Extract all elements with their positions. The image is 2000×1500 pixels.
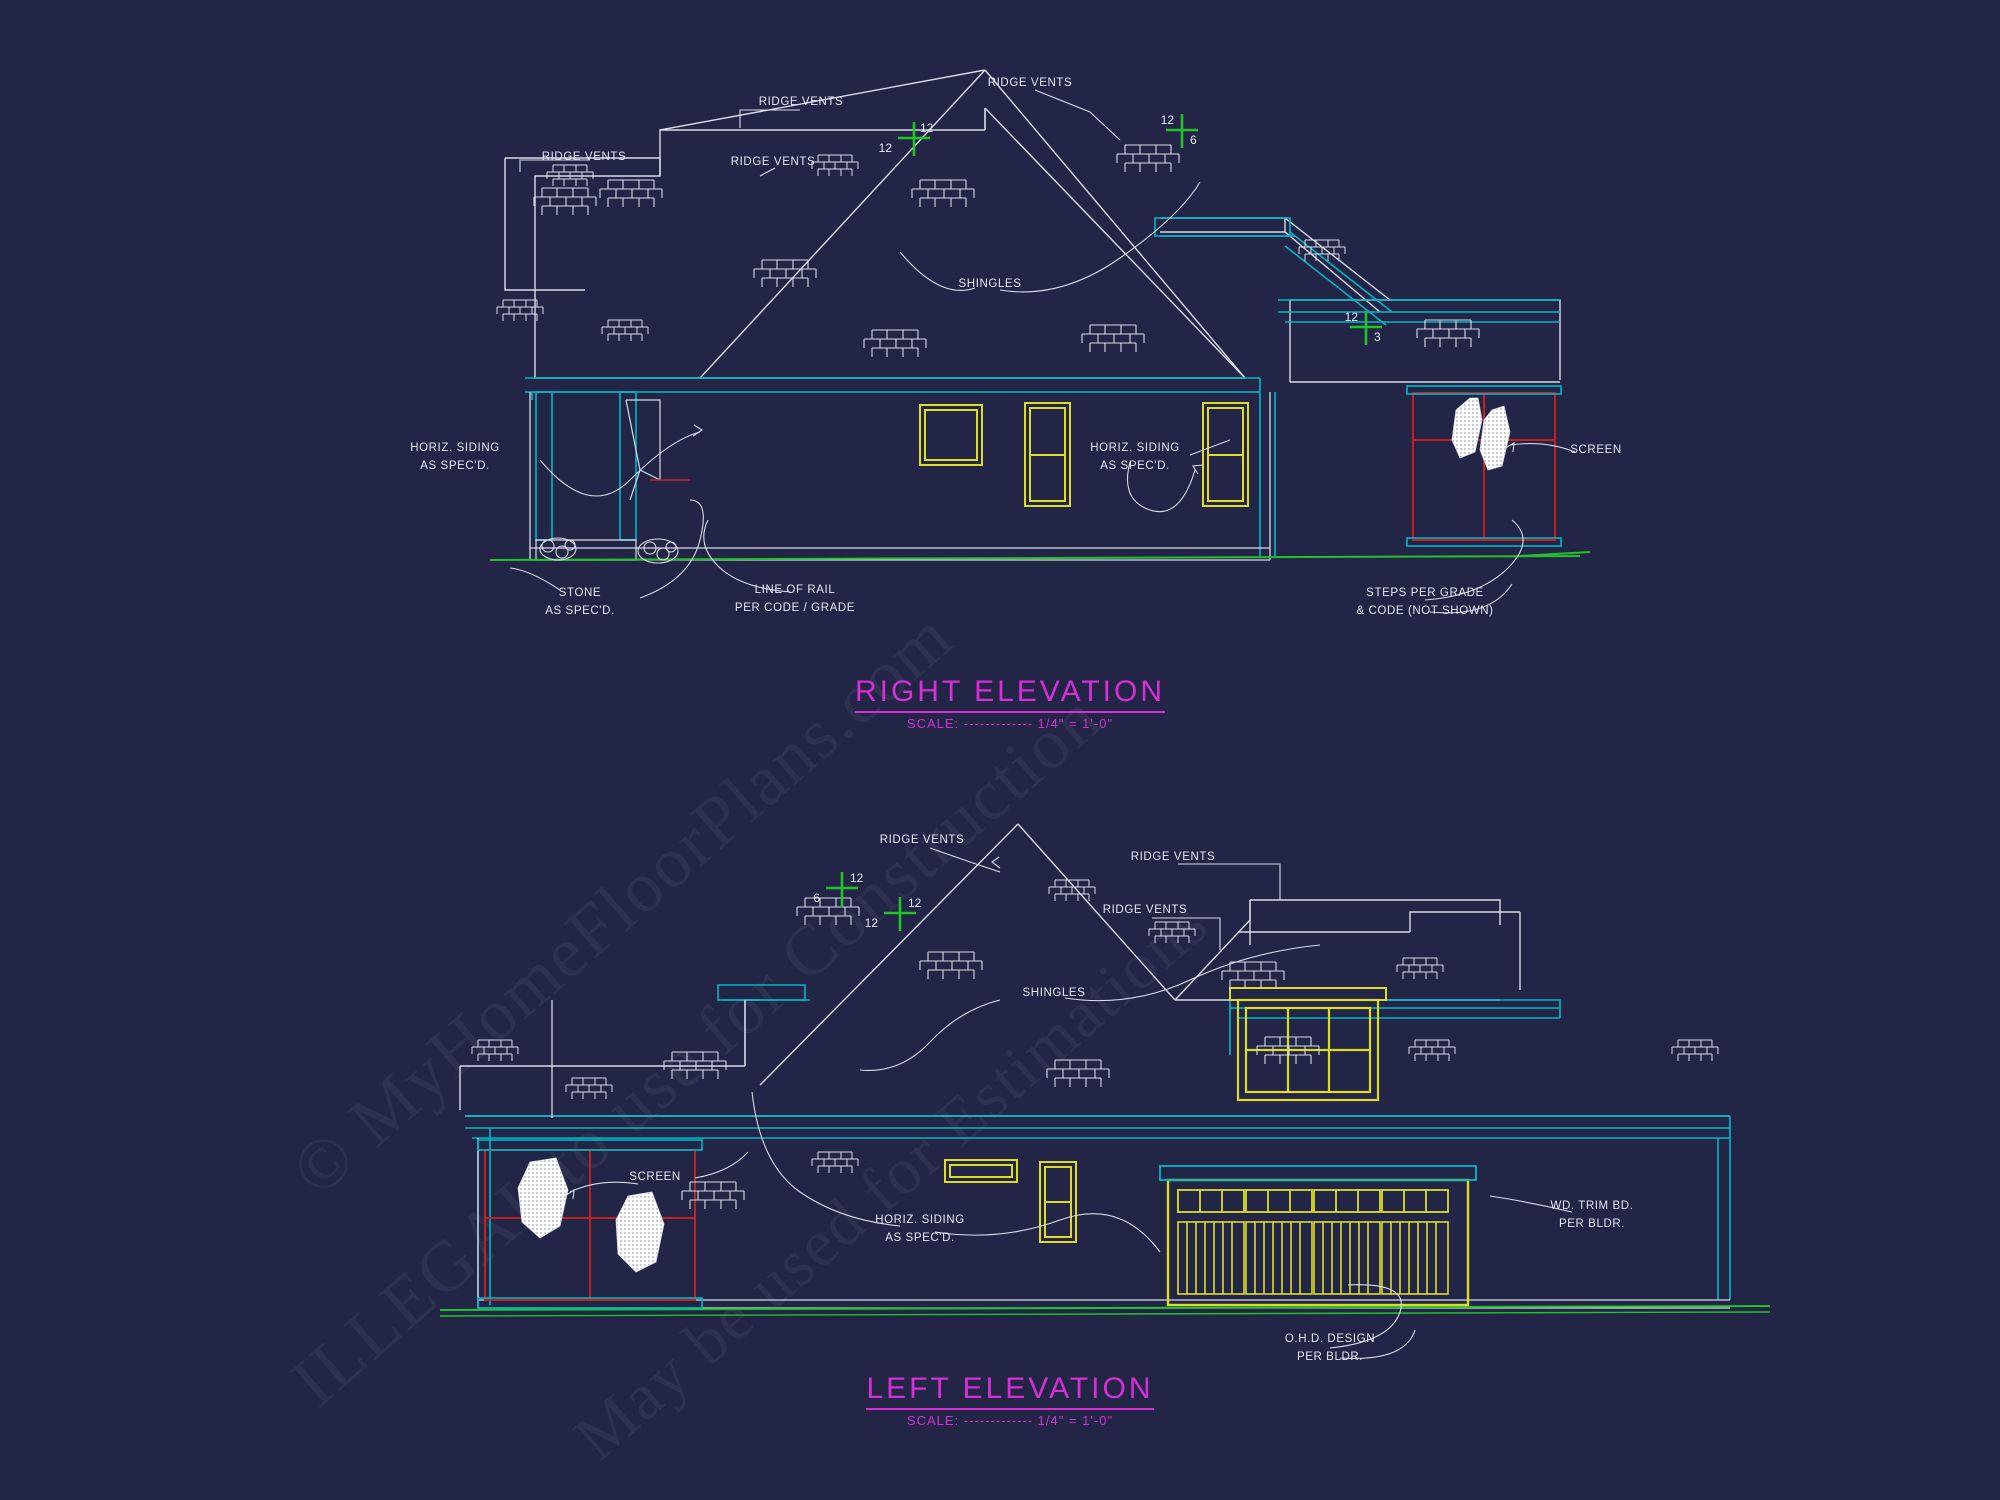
annot-right-4: SHINGLES	[959, 278, 1022, 290]
pitch-left-top-2: 12	[908, 896, 922, 910]
right-elevation-title: RIGHT ELEVATION	[854, 675, 1166, 713]
annot-right-12: LINE OF RAIL	[755, 584, 836, 596]
left-screen-frame	[477, 1139, 703, 1309]
right-elevation-scale: SCALE: ------------- 1/4" = 1'-0"	[906, 716, 1114, 731]
right-elevation-title-block: RIGHT ELEVATION SCALE: ------------- 1/4…	[700, 675, 1320, 731]
pitch-left-side-2: 12	[865, 916, 879, 930]
left-elevation-scale: SCALE: ------------- 1/4" = 1'-0"	[906, 1413, 1114, 1428]
left-leader-lines	[564, 847, 1573, 1359]
annot-right-5: HORIZ. SIDING	[410, 442, 500, 454]
left-small-window[interactable]	[1039, 1161, 1077, 1243]
annot-right-1: RIDGE VENTS	[759, 96, 844, 108]
right-grade-line-right	[1519, 551, 1591, 557]
left-annotations: RIDGE VENTS RIDGE VENTS RIDGE VENTS SHIN…	[629, 834, 1633, 1363]
pitch-side-2: 6	[1190, 133, 1197, 147]
left-dormer-window[interactable]	[1236, 998, 1380, 1102]
annot-right-13: PER CODE / GRADE	[735, 602, 855, 614]
pitch-side-3: 3	[1374, 330, 1381, 344]
annot-right-14: STEPS PER GRADE	[1366, 587, 1484, 599]
annot-left-1: RIDGE VENTS	[1131, 851, 1216, 863]
annot-left-3: SHINGLES	[1023, 987, 1086, 999]
right-pitch-marker-2: 12 6	[1161, 113, 1198, 148]
left-elevation-drawing: RIDGE VENTS RIDGE VENTS RIDGE VENTS SHIN…	[439, 823, 1771, 1363]
annot-right-9: SCREEN	[1570, 444, 1622, 456]
left-pitch-marker-1: 12 6	[813, 871, 864, 906]
annot-left-8: PER BLDR.	[1559, 1218, 1625, 1230]
left-transom-window[interactable]	[944, 1159, 1018, 1183]
annot-right-10: STONE	[559, 587, 601, 599]
annot-left-2: RIDGE VENTS	[1103, 904, 1188, 916]
annot-right-0: RIDGE VENTS	[542, 151, 627, 163]
annot-left-6: AS SPEC'D.	[885, 1232, 955, 1244]
right-roof-outline	[504, 69, 1561, 383]
annot-right-3: RIDGE VENTS	[988, 77, 1073, 89]
annot-right-15: & CODE (NOT SHOWN)	[1356, 605, 1493, 617]
right-pitch-marker-3: 12 3	[1345, 310, 1382, 345]
left-dormer-window-frame	[1229, 987, 1387, 1001]
annot-right-8: AS SPEC'D.	[1100, 460, 1170, 472]
annot-left-9: O.H.D. DESIGN	[1285, 1333, 1375, 1345]
pitch-left-side-1: 6	[813, 891, 820, 905]
right-roof-shingle-marks	[496, 144, 1480, 358]
annot-left-4: SCREEN	[629, 1171, 681, 1183]
right-window-3[interactable]	[1202, 402, 1249, 507]
annot-left-7: WD. TRIM BD.	[1550, 1200, 1633, 1212]
annot-right-2: RIDGE VENTS	[731, 156, 816, 168]
right-screen-mesh	[1451, 397, 1511, 471]
right-leader-lines	[509, 89, 1576, 614]
right-wall-outline	[529, 392, 1271, 561]
annot-left-10: PER BLDR.	[1297, 1351, 1363, 1363]
annot-right-11: AS SPEC'D.	[545, 605, 615, 617]
right-pitch-marker-1: 12 12	[879, 121, 934, 156]
pitch-side-1: 12	[879, 141, 893, 155]
right-porch-beam	[535, 399, 661, 561]
right-porch-columns	[535, 391, 637, 541]
left-screen-mesh	[517, 1157, 665, 1273]
left-garage-door[interactable]	[1159, 1165, 1477, 1307]
right-window-1[interactable]	[919, 404, 983, 466]
right-screen-porch[interactable]	[1412, 392, 1556, 541]
right-annotations: RIDGE VENTS RIDGE VENTS RIDGE VENTS RIDG…	[410, 77, 1622, 617]
left-grade-line-2	[439, 1311, 1771, 1317]
pitch-top-3: 12	[1345, 310, 1359, 324]
right-screen-frame	[1406, 385, 1562, 547]
annot-right-6: AS SPEC'D.	[420, 460, 490, 472]
right-window-2[interactable]	[1024, 402, 1071, 507]
annot-left-0: RIDGE VENTS	[880, 834, 965, 846]
pitch-left-top-1: 12	[850, 871, 864, 885]
pitch-top-2: 12	[1161, 113, 1175, 127]
right-fascia-trim	[525, 217, 1560, 556]
pitch-top-1: 12	[920, 121, 934, 135]
left-pitch-marker-2: 12 12	[865, 896, 922, 931]
left-elevation-title-block: LEFT ELEVATION SCALE: ------------- 1/4"…	[700, 1372, 1320, 1428]
left-grade-line	[439, 1305, 1771, 1311]
annot-left-5: HORIZ. SIDING	[875, 1214, 965, 1226]
annot-right-7: HORIZ. SIDING	[1090, 442, 1180, 454]
right-stone-veneer	[539, 537, 679, 564]
left-roof-shingle-marks	[471, 879, 1719, 1210]
right-elevation-drawing: RIDGE VENTS RIDGE VENTS RIDGE VENTS RIDG…	[410, 69, 1622, 617]
left-wall-outline	[477, 1000, 1730, 1309]
left-elevation-title: LEFT ELEVATION	[866, 1372, 1154, 1410]
